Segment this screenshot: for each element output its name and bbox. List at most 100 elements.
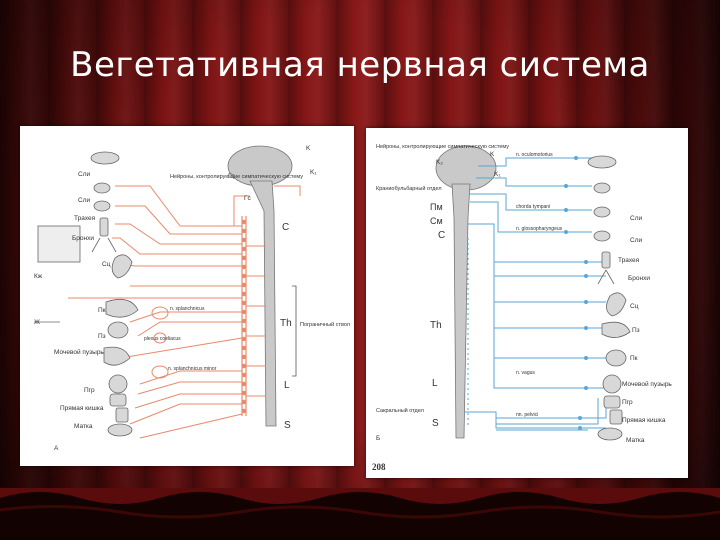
rectum-icon (115, 407, 129, 423)
sympathetic-labels: K K₁ C Th L S Нейроны, контролирующие си… (34, 145, 350, 452)
organ-drawings (587, 155, 631, 441)
liver-icon (601, 321, 631, 338)
label-organ-8: Пз (98, 333, 106, 340)
chain-ganglion (241, 246, 247, 252)
chain-ganglion (241, 336, 247, 342)
label-organ-1: Сли (630, 237, 642, 244)
terminal-ganglion (578, 416, 582, 420)
chain-ganglion (241, 219, 247, 225)
label-organ-6: Пк (630, 355, 638, 362)
chain-ganglion (241, 390, 247, 396)
label-level-pm: Пм (430, 202, 443, 212)
label-organ-1: Сли (78, 197, 90, 204)
liver-icon (105, 298, 139, 318)
organ-drawings (34, 151, 139, 437)
label-nerve-2: n. glossopharyngeus (516, 226, 563, 232)
label-annotation-bottom: Сакральный отдел (376, 407, 424, 414)
chain-ganglion (241, 381, 247, 387)
label-level-l: L (284, 380, 290, 391)
label-level-k2: K₂ (436, 159, 443, 166)
chain-ganglia (241, 219, 247, 414)
label-nerve-3: n. vagus (516, 370, 535, 376)
terminal-ganglion (584, 274, 588, 278)
terminal-ganglion (578, 426, 582, 430)
chain-ganglion (241, 264, 247, 270)
trachea-icon (99, 217, 109, 237)
terminal-ganglion (584, 386, 588, 390)
terminal-ganglion (584, 356, 588, 360)
label-corner-letter: A (54, 445, 59, 452)
prevertebral-plexuses (151, 306, 169, 379)
label-organ-3: Бронхи (72, 235, 94, 242)
label-organ-10: Матка (626, 437, 645, 444)
label-organ-6: Ж (34, 319, 40, 326)
salivary-gland-icon (593, 206, 611, 218)
sympathetic-diagram: K K₁ C Th L S Нейроны, контролирующие си… (34, 145, 350, 452)
terminal-ganglion (584, 326, 588, 330)
genitals-icon (109, 393, 127, 407)
label-organ-0: Сли (630, 215, 642, 222)
chain-ganglion (241, 345, 247, 351)
bladder-icon (108, 374, 128, 394)
chain-ganglion (241, 291, 247, 297)
stomach-icon (107, 321, 129, 339)
label-level-k: K (306, 145, 311, 152)
label-level-s: S (284, 420, 291, 431)
label-organ-7: Мочевой пузырь (622, 380, 672, 388)
label-bracket: Пограничный ствол (300, 321, 350, 328)
salivary-gland-icon (93, 200, 111, 212)
central-nervous-system (227, 145, 293, 427)
label-annotation-top: Нейроны, контролирующие симпатическую си… (376, 143, 509, 150)
chain-ganglion (241, 309, 247, 315)
central-nervous-system (435, 145, 497, 439)
label-level-c: C (438, 230, 445, 241)
label-organ-5: Кж (34, 273, 43, 280)
label-corner-letter: Б (376, 435, 380, 442)
label-organ-2: Трахея (74, 215, 96, 222)
parasympathetic-diagram-panel: K K₁ K₂ Пм См C Th L S Нейроны, контроли… (366, 128, 688, 478)
salivary-gland-icon (593, 230, 611, 242)
eye-icon (90, 151, 120, 165)
label-ganglion-gt: Гт (228, 173, 235, 180)
heart-icon (111, 254, 133, 279)
chain-ganglion (241, 237, 247, 243)
sympathetic-diagram-panel: K K₁ C Th L S Нейроны, контролирующие си… (20, 126, 354, 466)
label-organ-10: Пгр (84, 387, 95, 394)
terminal-ganglion (564, 208, 568, 212)
uterus-icon (597, 427, 623, 441)
terminal-ganglion (564, 184, 568, 188)
slide-title: Вегетативная нервная система (70, 45, 650, 85)
label-organ-11: Прямая кишка (60, 405, 104, 412)
label-level-l: L (432, 378, 438, 389)
intestine-icon (103, 346, 131, 366)
label-nerve-1: chorda tympani (516, 204, 550, 210)
skin-icon (37, 225, 81, 263)
stage-floor (0, 488, 720, 540)
heart-icon (606, 292, 627, 317)
label-ganglion-gs: Гс (244, 195, 252, 202)
label-level-k1: K₁ (310, 169, 317, 176)
label-organ-8: Пгр (622, 399, 633, 406)
label-nerve-4: nn. pelvici (516, 412, 538, 418)
label-plexus-minor: n. splanchnicus minor (168, 366, 217, 372)
chain-bracket (292, 285, 297, 377)
label-level-c: C (282, 222, 289, 233)
salivary-gland-icon (593, 182, 611, 194)
eye-icon (587, 155, 617, 169)
chain-ganglion (241, 282, 247, 288)
chain-ganglion (241, 408, 247, 414)
bronchi-icon (597, 269, 615, 285)
chain-ganglion (241, 318, 247, 324)
label-level-th: Th (430, 320, 442, 331)
label-organ-2: Трахея (618, 257, 640, 264)
chain-ganglion (241, 399, 247, 405)
label-organ-0: Сли (78, 171, 90, 178)
rectum-icon (609, 409, 623, 425)
label-plexus-coeliacus: plexus coeliacus (144, 336, 181, 342)
label-organ-4: Сц (630, 303, 639, 310)
terminal-ganglion (574, 156, 578, 160)
chain-ganglion (241, 255, 247, 261)
label-organ-3: Бронхи (628, 275, 650, 282)
page-number: 208 (372, 462, 386, 472)
chain-ganglion (241, 363, 247, 369)
